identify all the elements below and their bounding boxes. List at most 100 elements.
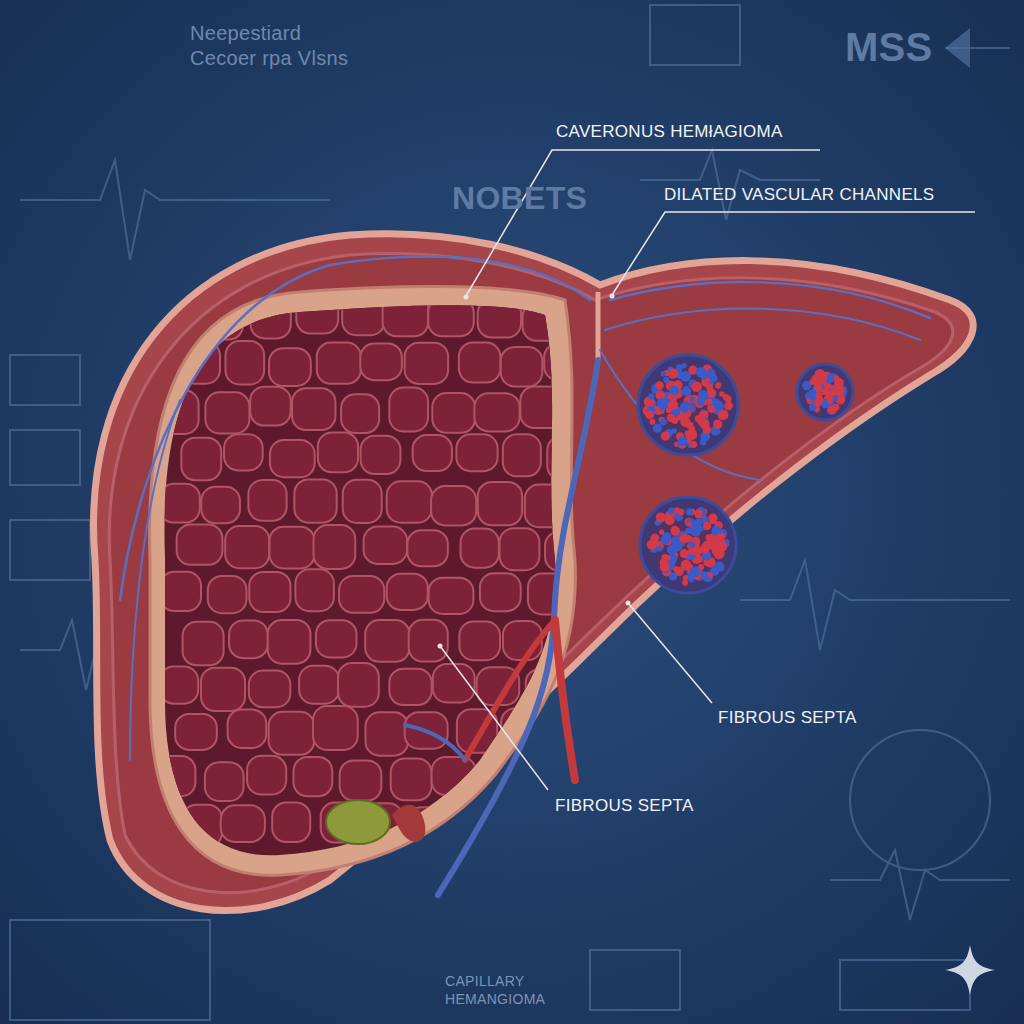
septa-cell: [341, 394, 379, 433]
septa-cell: [292, 388, 335, 430]
vascular-dot: [705, 534, 712, 541]
septa-cell: [461, 529, 499, 568]
septa-cell: [316, 620, 357, 657]
vascular-dot: [688, 541, 695, 548]
vascular-dot: [707, 398, 713, 404]
septa-cell: [528, 573, 568, 614]
septa-cell: [249, 671, 291, 708]
septa-cell: [501, 347, 543, 387]
vascular-dot: [815, 385, 822, 392]
septa-cell: [523, 303, 565, 341]
septa-cell: [500, 528, 540, 570]
septa-cell: [498, 802, 543, 844]
septa-cell: [387, 574, 428, 610]
vascular-dot: [655, 390, 665, 400]
septa-cell: [160, 572, 201, 611]
septa-cell: [177, 524, 223, 564]
vascular-dot: [828, 405, 837, 414]
septa-cell: [474, 393, 519, 431]
septa-cell: [248, 480, 286, 521]
vascular-dot: [696, 367, 707, 378]
vascular-dot: [680, 371, 691, 382]
septa-cell: [228, 710, 267, 748]
septa-cell: [365, 620, 409, 662]
septa-cell: [299, 666, 339, 704]
vascular-dot: [661, 371, 667, 377]
septa-cell: [342, 295, 384, 335]
watermark-text: Cecoer rpa Vlsns: [190, 47, 348, 70]
septa-cell: [361, 436, 401, 474]
septa-cell: [175, 714, 217, 750]
vascular-dot: [718, 409, 729, 420]
vascular-dot: [685, 528, 691, 534]
septa-cell: [314, 525, 356, 569]
septa-cell: [391, 758, 432, 800]
vascular-dot: [834, 378, 844, 388]
watermark-text: MSS: [845, 25, 933, 70]
vascular-dot: [686, 518, 695, 527]
vascular-dot: [724, 402, 733, 411]
septa-cell: [364, 527, 407, 564]
septa-cell: [317, 343, 361, 384]
callout-label: FIBROUS SEPTA: [555, 796, 694, 816]
septa-cell: [456, 434, 497, 471]
vascular-dot: [710, 517, 717, 524]
septa-cell: [204, 297, 243, 340]
vascular-dot: [653, 424, 662, 433]
septa-cell: [520, 386, 564, 428]
septa-cell: [270, 440, 315, 477]
septa-cell: [153, 756, 195, 796]
septa-cell: [293, 757, 332, 796]
septa-cell: [480, 573, 521, 611]
vascular-dot: [648, 393, 655, 400]
vascular-dot: [668, 368, 678, 378]
septa-cell: [296, 296, 338, 334]
septa-cell: [201, 668, 245, 711]
septa-cell: [343, 480, 382, 523]
vascular-dot: [706, 384, 713, 391]
septa-cell: [413, 435, 452, 471]
septa-cell: [318, 432, 358, 472]
septa-cell: [269, 712, 315, 755]
vascular-dot: [680, 403, 688, 411]
septa-cell: [294, 479, 336, 522]
vascular-dot: [671, 536, 680, 545]
vascular-dot: [691, 381, 702, 392]
vascular-dot: [678, 436, 688, 446]
septa-cell: [268, 620, 311, 664]
vascular-dot: [680, 534, 689, 543]
septa-cell: [407, 530, 448, 566]
septa-cell: [181, 438, 221, 481]
septa-cell: [339, 576, 384, 613]
watermark-text: NOBETS: [452, 180, 587, 217]
vascular-dot: [660, 535, 670, 545]
vascular-dot: [701, 543, 709, 551]
callout-label: CAVERONUS HEMłAGIOMA: [556, 122, 783, 142]
vascular-dot: [661, 431, 670, 440]
vascular-dot: [669, 386, 679, 396]
callout-label: DILATED VASCULAR CHANNELS: [664, 185, 934, 205]
vascular-dot: [669, 573, 677, 581]
vascular-dot: [725, 396, 732, 403]
vascular-dot: [813, 376, 822, 385]
vascular-dot: [709, 405, 715, 411]
vascular-dot: [681, 417, 691, 427]
septa-cell: [389, 388, 428, 432]
vascular-dot: [657, 546, 663, 552]
septa-cell: [544, 343, 588, 380]
vascular-dot: [837, 386, 845, 394]
septa-cell: [221, 805, 265, 842]
watermark-text: Neepestiard: [190, 22, 301, 45]
vascular-dot: [649, 419, 655, 425]
vascular-dot: [703, 428, 709, 434]
vascular-dot: [680, 549, 689, 558]
septa-cell: [383, 293, 429, 337]
septa-cell: [478, 299, 521, 337]
septa-cell: [405, 343, 448, 384]
septa-cell: [269, 527, 314, 569]
vascular-dot: [816, 392, 823, 399]
septa-cell: [183, 622, 224, 666]
septa-cell: [366, 712, 409, 755]
vascular-dot: [715, 383, 721, 389]
vascular-dot: [672, 428, 677, 433]
